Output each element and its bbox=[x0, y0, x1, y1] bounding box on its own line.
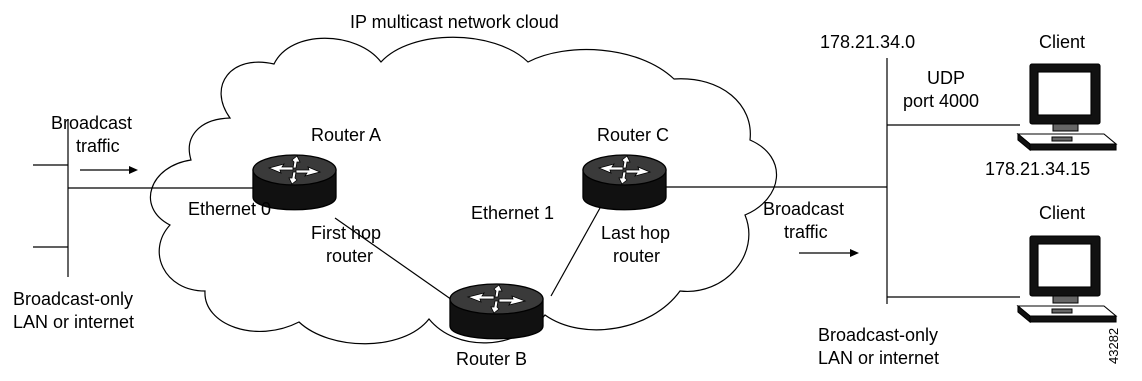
router-a-interface-label: Ethernet 0 bbox=[188, 199, 271, 219]
client-1-ip-address: 178.21.34.15 bbox=[985, 159, 1090, 179]
left-traffic-label-line1: Broadcast bbox=[51, 113, 132, 133]
router-a-role-line2: router bbox=[326, 246, 373, 266]
router-c-interface-label: Ethernet 1 bbox=[471, 203, 554, 223]
ip-multicast-cloud bbox=[149, 36, 777, 345]
router-c-role-line2: router bbox=[613, 246, 660, 266]
router-a-icon bbox=[252, 154, 337, 211]
router-c-role-line1: Last hop bbox=[601, 223, 670, 243]
router-b-icon bbox=[449, 283, 544, 340]
router-c-icon bbox=[582, 154, 667, 211]
network-links bbox=[33, 58, 1020, 304]
router-c-name: Router C bbox=[597, 125, 669, 145]
router-a-role-line1: First hop bbox=[311, 223, 381, 243]
right-arrow-icon bbox=[799, 249, 859, 257]
right-subnet-label: 178.21.34.0 bbox=[820, 32, 915, 52]
router-a-to-router-b-link bbox=[334, 217, 456, 303]
udp-label-line1: UDP bbox=[927, 68, 965, 88]
right-traffic-label-line1: Broadcast bbox=[763, 199, 844, 219]
router-b-name: Router B bbox=[456, 349, 527, 369]
computer-icon bbox=[1016, 63, 1118, 152]
left-lan-label-line2: LAN or internet bbox=[13, 312, 134, 332]
client-1-label: Client bbox=[1039, 32, 1085, 52]
figure-number: 43282 bbox=[1106, 328, 1121, 364]
right-lan-label-line2: LAN or internet bbox=[818, 348, 939, 368]
left-traffic-label-line2: traffic bbox=[76, 136, 120, 156]
left-lan-label-line1: Broadcast-only bbox=[13, 289, 133, 309]
right-traffic-label-line2: traffic bbox=[784, 222, 828, 242]
right-lan-label-line1: Broadcast-only bbox=[818, 325, 938, 345]
traffic-arrows bbox=[80, 166, 859, 257]
router-a-name: Router A bbox=[311, 125, 381, 145]
router-c-to-router-b-link bbox=[550, 207, 601, 297]
computer-icon bbox=[1016, 235, 1118, 324]
cloud-shape bbox=[149, 36, 777, 345]
right-arrow-icon bbox=[80, 166, 138, 174]
udp-label-line2: port 4000 bbox=[903, 91, 979, 111]
diagram-title: IP multicast network cloud bbox=[350, 12, 559, 32]
client-2-label: Client bbox=[1039, 203, 1085, 223]
